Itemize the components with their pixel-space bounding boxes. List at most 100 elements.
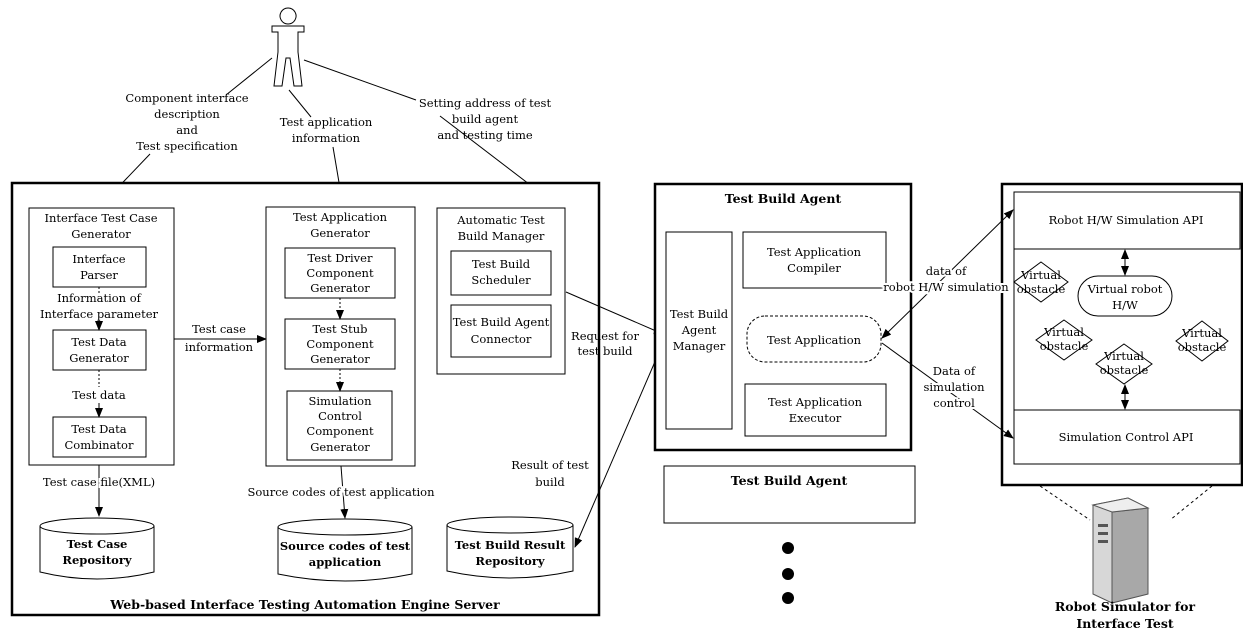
svg-text:Parser: Parser [80, 268, 118, 282]
test-build-agent-connector-box [450, 304, 552, 358]
svg-text:H/W: H/W [1112, 298, 1138, 312]
test-case-file-label: Test case file(XML) [43, 475, 155, 489]
simulation-control-api-box [1013, 409, 1241, 465]
svg-text:description: description [154, 107, 220, 121]
test-build-agent-box-2 [663, 465, 916, 524]
svg-text:application: application [309, 555, 382, 569]
label-setting-address: Setting address of test build agent and … [419, 96, 552, 142]
svg-text:obstacle: obstacle [1040, 339, 1089, 353]
test-application-box [746, 315, 882, 363]
svg-text:control: control [933, 396, 975, 410]
svg-text:Test application: Test application [280, 115, 373, 129]
label-test-application-information: Test application information [280, 115, 373, 145]
svg-text:Component: Component [306, 424, 374, 438]
svg-text:Simulation: Simulation [308, 394, 372, 408]
svg-text:Source codes of test: Source codes of test [280, 539, 411, 553]
svg-text:Test specification: Test specification [136, 139, 238, 153]
svg-text:Interface Test: Interface Test [1076, 616, 1173, 631]
svg-text:Virtual: Virtual [1020, 268, 1061, 282]
svg-text:Test Case: Test Case [67, 537, 128, 551]
svg-text:Test Application: Test Application [767, 333, 862, 347]
svg-text:Test Driver: Test Driver [308, 251, 373, 265]
info-interface-param: Information of [57, 291, 142, 305]
engine-server-title: Web-based Interface Testing Automation E… [109, 597, 500, 612]
svg-text:Test Build Agent: Test Build Agent [731, 473, 848, 488]
svg-text:Virtual: Virtual [1103, 349, 1144, 363]
simulation-control-data-label: Data of [933, 364, 976, 378]
test-case-repository: Test Case Repository [39, 517, 155, 580]
more-agents-dots [782, 542, 794, 604]
svg-text:Generator: Generator [310, 352, 370, 366]
svg-text:Setting address of test: Setting address of test [419, 96, 552, 110]
hw-simulation-data-label: data of [926, 264, 967, 278]
svg-text:Test Stub: Test Stub [312, 322, 367, 336]
svg-text:obstacle: obstacle [1178, 340, 1227, 354]
svg-text:Test Build Agent: Test Build Agent [453, 315, 550, 329]
request-label: Request for [571, 329, 639, 343]
svg-text:Component interface: Component interface [125, 91, 248, 105]
svg-text:Repository: Repository [62, 553, 131, 567]
svg-text:Interface: Interface [72, 252, 125, 266]
svg-text:Generator: Generator [71, 227, 131, 241]
test-driver-generator-box [284, 247, 396, 299]
virtual-robot-hw: Virtual robot H/W [1077, 275, 1173, 317]
svg-text:Virtual robot: Virtual robot [1087, 282, 1163, 296]
test-build-scheduler-box [450, 250, 552, 296]
svg-text:Agent: Agent [681, 323, 717, 337]
svg-text:Test Build Result: Test Build Result [455, 538, 566, 552]
server-computer-icon [1091, 497, 1150, 604]
source-code-repository: Source codes of test application [277, 518, 413, 582]
svg-text:Virtual: Virtual [1043, 325, 1084, 339]
svg-text:Interface parameter: Interface parameter [40, 307, 159, 321]
virtual-obstacle-3: Virtual obstacle [1095, 343, 1153, 385]
svg-text:Compiler: Compiler [787, 261, 841, 275]
robot-hw-simulation-api-box [1013, 191, 1241, 250]
svg-text:information: information [292, 131, 361, 145]
svg-text:and: and [176, 123, 198, 137]
test-data-combinator-box [52, 416, 147, 458]
svg-text:obstacle: obstacle [1017, 282, 1066, 296]
svg-text:Test Build: Test Build [670, 307, 729, 321]
svg-text:simulation: simulation [923, 380, 985, 394]
svg-text:Test Build: Test Build [472, 257, 531, 271]
svg-text:Simulation Control API: Simulation Control API [1059, 430, 1194, 444]
label-component-interface: Component interface description and Test… [125, 91, 248, 153]
virtual-obstacle-2: Virtual obstacle [1035, 319, 1093, 361]
svg-text:Robot H/W Simulation API: Robot H/W Simulation API [1049, 213, 1204, 227]
svg-text:Generator: Generator [310, 440, 370, 454]
svg-text:obstacle: obstacle [1100, 363, 1149, 377]
test-case-information-label: Test case [192, 322, 246, 336]
virtual-obstacle-1: Virtual obstacle [1013, 261, 1069, 303]
svg-text:Virtual: Virtual [1181, 326, 1222, 340]
source-codes-label: Source codes of test application [248, 485, 436, 499]
svg-text:and testing time: and testing time [437, 128, 533, 142]
svg-text:Build Manager: Build Manager [458, 229, 545, 243]
simulation-control-generator-box [286, 390, 393, 461]
svg-text:Manager: Manager [673, 339, 726, 353]
svg-text:Component: Component [306, 337, 374, 351]
svg-text:information: information [185, 340, 254, 354]
svg-text:Generator: Generator [310, 281, 370, 295]
test-data-label: Test data [72, 388, 126, 402]
svg-text:Control: Control [318, 409, 362, 423]
svg-text:Connector: Connector [471, 332, 532, 346]
svg-text:Test Data: Test Data [71, 335, 126, 349]
svg-text:Test Application: Test Application [767, 245, 862, 259]
svg-text:Test Application: Test Application [768, 395, 863, 409]
svg-text:test build: test build [577, 344, 633, 358]
svg-text:Generator: Generator [310, 226, 370, 240]
svg-text:build: build [535, 475, 565, 489]
svg-text:Combinator: Combinator [65, 438, 134, 452]
interface-parser-box [52, 246, 147, 288]
test-stub-generator-box [284, 318, 396, 370]
svg-text:Scheduler: Scheduler [471, 273, 531, 287]
virtual-obstacle-4: Virtual obstacle [1175, 320, 1229, 362]
svg-text:Repository: Repository [475, 554, 544, 568]
svg-text:Interface Test Case: Interface Test Case [44, 211, 157, 225]
test-build-result-repository: Test Build Result Repository [446, 516, 574, 579]
svg-text:Executor: Executor [789, 411, 842, 425]
test-application-executor-box [744, 383, 887, 437]
result-label: Result of test [511, 458, 589, 472]
test-build-agent-manager-box [665, 231, 733, 430]
